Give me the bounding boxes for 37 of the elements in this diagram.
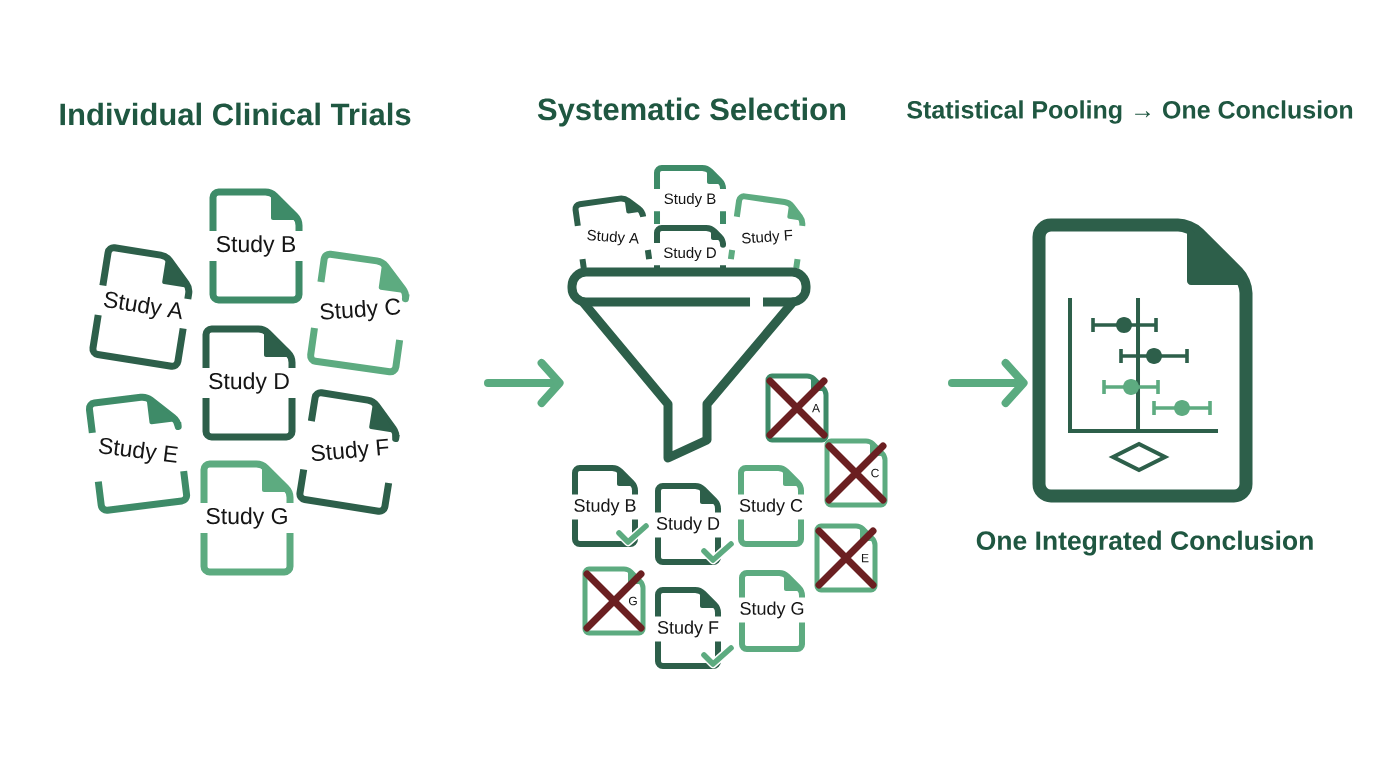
- document-card: Study F: [296, 389, 400, 515]
- document-card: Study E: [85, 393, 191, 514]
- document-card: Study A: [572, 195, 653, 272]
- node-label: Study F: [657, 620, 719, 638]
- document-card: Study B: [654, 165, 726, 227]
- document-card: Study D: [202, 325, 296, 441]
- document-card: Study D: [655, 483, 721, 565]
- node-label: Study C: [739, 498, 803, 516]
- heading: Statistical Pooling → One Conclusion: [907, 100, 1353, 124]
- node-label: Study F: [742, 229, 793, 245]
- node-label: One Integrated Conclusion: [976, 530, 1313, 556]
- document-card: Study B: [209, 188, 303, 304]
- document-card: Study F: [727, 193, 806, 272]
- node-label: Study F: [311, 438, 389, 462]
- heading: Systematic Selection: [537, 97, 846, 127]
- document-card: Study C: [307, 250, 410, 376]
- node-label: Study G: [740, 601, 804, 619]
- heading: Individual Clinical Trials: [60, 102, 411, 126]
- node-label: Study B: [664, 193, 716, 207]
- document-card: Study C: [738, 465, 804, 547]
- node-label: Study E: [98, 437, 178, 464]
- document-card: Study B: [572, 465, 638, 547]
- document-card: Study G: [200, 460, 294, 576]
- document-card: Study D: [654, 225, 726, 271]
- node-label: Study A: [103, 291, 182, 320]
- node-label: Study B: [216, 235, 296, 257]
- node-label: Study B: [574, 498, 636, 516]
- node-label: Study C: [320, 298, 401, 322]
- document-card: Study G: [739, 570, 805, 652]
- node-label: Study D: [209, 372, 289, 394]
- document-card: Study A: [89, 244, 193, 370]
- node-label: Study D: [664, 247, 716, 261]
- document-card: Study F: [655, 587, 721, 669]
- node-label: Study G: [206, 507, 287, 529]
- funnel: [567, 267, 811, 463]
- node-label: Study D: [656, 516, 720, 534]
- node-label: Study A: [587, 229, 639, 246]
